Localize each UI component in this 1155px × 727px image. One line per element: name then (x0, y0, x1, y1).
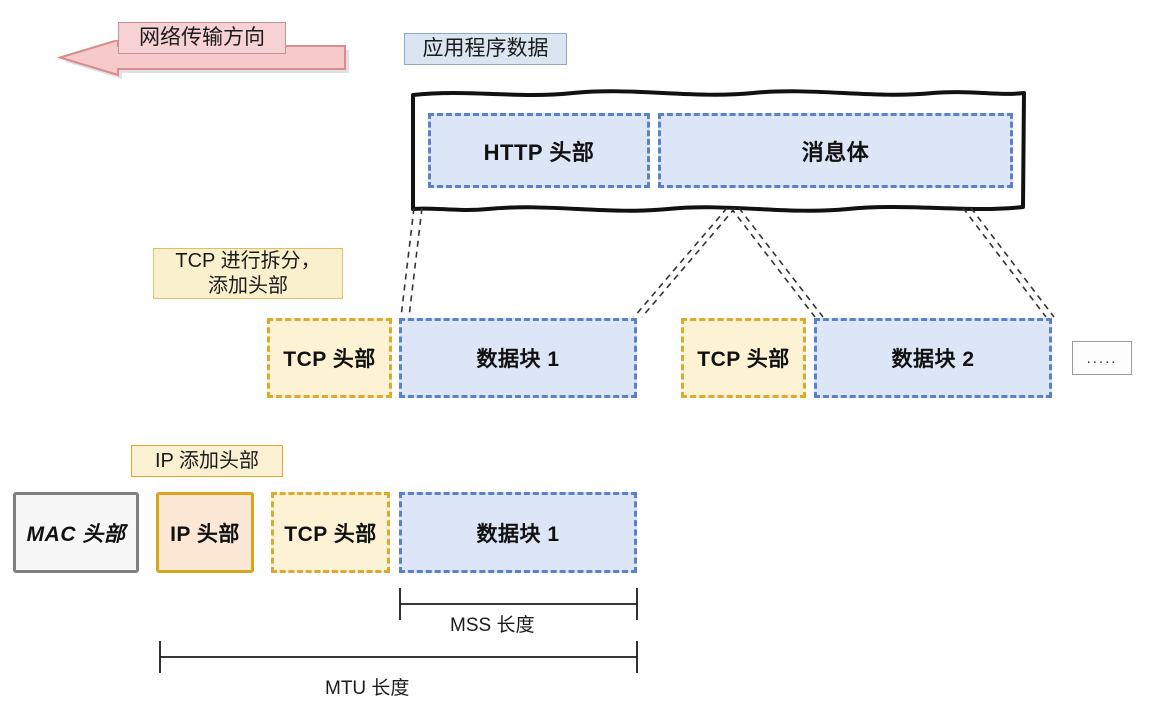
block-more-chunks: ..... (1072, 341, 1132, 375)
label-tcp-split: TCP 进行拆分， 添加头部 (153, 248, 343, 299)
block-data-chunk-2: 数据块 2 (814, 318, 1052, 398)
block-data-chunk-1: 数据块 1 (399, 318, 637, 398)
application-data-container (408, 86, 1028, 214)
label-mss-length: MSS 长度 (450, 615, 535, 636)
label-application-data: 应用程序数据 (404, 33, 567, 65)
block-http-header: HTTP 头部 (428, 113, 650, 188)
mtu-dimension-bar (159, 641, 638, 673)
label-ip-add-header: IP 添加头部 (131, 445, 283, 477)
block-tcp-header-3: TCP 头部 (271, 492, 390, 573)
block-mac-header: MAC 头部 (13, 492, 139, 573)
block-data-chunk-1-framed: 数据块 1 (399, 492, 637, 573)
block-message-body: 消息体 (658, 113, 1013, 188)
block-tcp-header-2: TCP 头部 (681, 318, 806, 398)
block-tcp-header-1: TCP 头部 (267, 318, 392, 398)
block-ip-header: IP 头部 (156, 492, 254, 573)
label-mtu-length: MTU 长度 (325, 678, 410, 699)
label-transmission-direction: 网络传输方向 (118, 22, 286, 54)
